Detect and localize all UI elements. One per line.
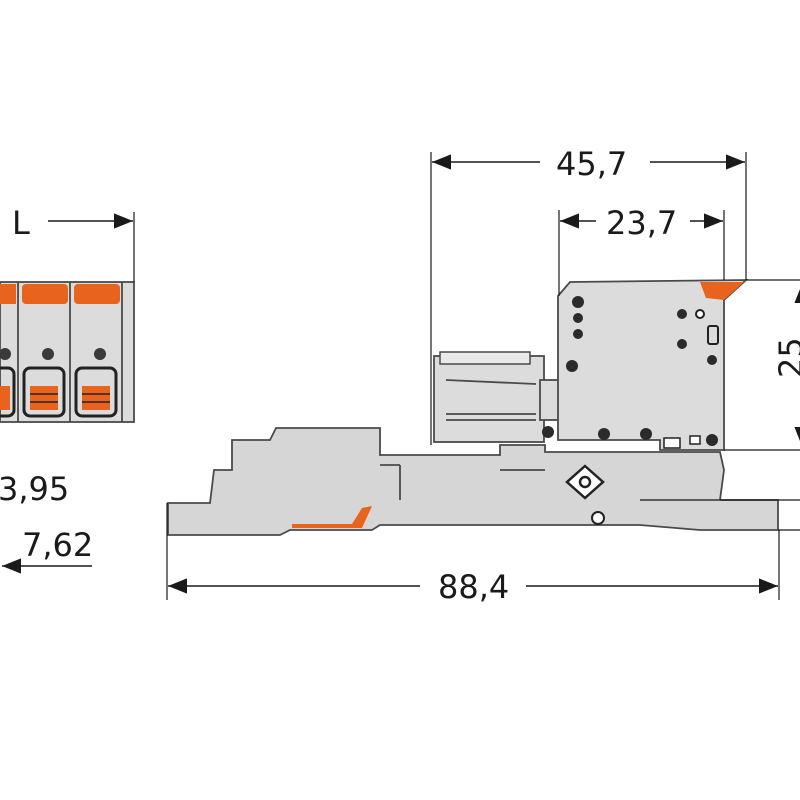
dimension-7-62: 7,62 xyxy=(2,526,93,574)
dimension-45-7: 45,7 xyxy=(430,145,747,445)
dim-23-7-label: 23,7 xyxy=(606,204,677,242)
lever-1 xyxy=(0,284,16,304)
dimension-25: 25 xyxy=(724,279,800,451)
dim-88-4-label: 88,4 xyxy=(438,568,509,606)
dim-45-7-label: 45,7 xyxy=(556,145,627,183)
top-lever xyxy=(700,282,744,300)
dimension-23-7: 23,7 xyxy=(558,204,725,296)
snap-diamond xyxy=(565,464,605,500)
dimension-88-4: 88,4 xyxy=(166,499,800,606)
release-latch xyxy=(292,506,372,528)
lever-3 xyxy=(74,284,120,304)
side-view-terminal-block xyxy=(167,279,779,536)
front-view-terminal-block xyxy=(0,281,135,423)
din-rail-carrier xyxy=(167,427,779,536)
main-housing xyxy=(557,279,749,451)
wire-entry-housing xyxy=(433,355,545,443)
dim-25-label: 25 xyxy=(772,337,800,378)
dim-L-label: L xyxy=(12,204,30,242)
lever-2 xyxy=(22,284,68,304)
dim-7-62-label: 7,62 xyxy=(22,526,93,564)
dim-3-95-label: 3,95 xyxy=(0,470,69,508)
dimension-3-95: 3,95 xyxy=(0,470,69,508)
dimension-L: L xyxy=(12,204,135,282)
